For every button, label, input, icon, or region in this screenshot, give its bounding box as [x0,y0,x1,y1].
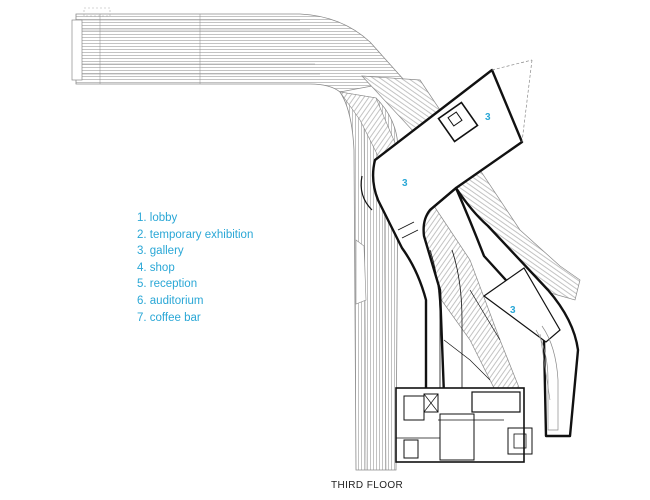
gallery-block-lower [429,186,580,438]
legend-item: 7. coffee bar [137,311,201,324]
gallery-block-upper [360,59,533,397]
room-label-gallery-mid: 3 [402,178,408,189]
legend-item: 4. shop [137,261,175,274]
room-legend: 1. lobby 2. temporary exhibition 3. gall… [137,210,253,326]
legend-item: 6. auditorium [137,294,204,307]
interior-lines [429,249,501,388]
floor-caption: THIRD FLOOR [331,480,404,491]
legend-item: 2. temporary exhibition [137,228,254,241]
legend-item: 5. reception [137,278,198,291]
legend-item: 3. gallery [137,245,184,258]
roof-band-top [71,7,405,93]
service-core [395,387,533,463]
room-label-gallery-lower: 3 [510,305,516,316]
legend-item: 1. lobby [137,212,178,224]
room-label-gallery-upper: 3 [485,112,491,123]
